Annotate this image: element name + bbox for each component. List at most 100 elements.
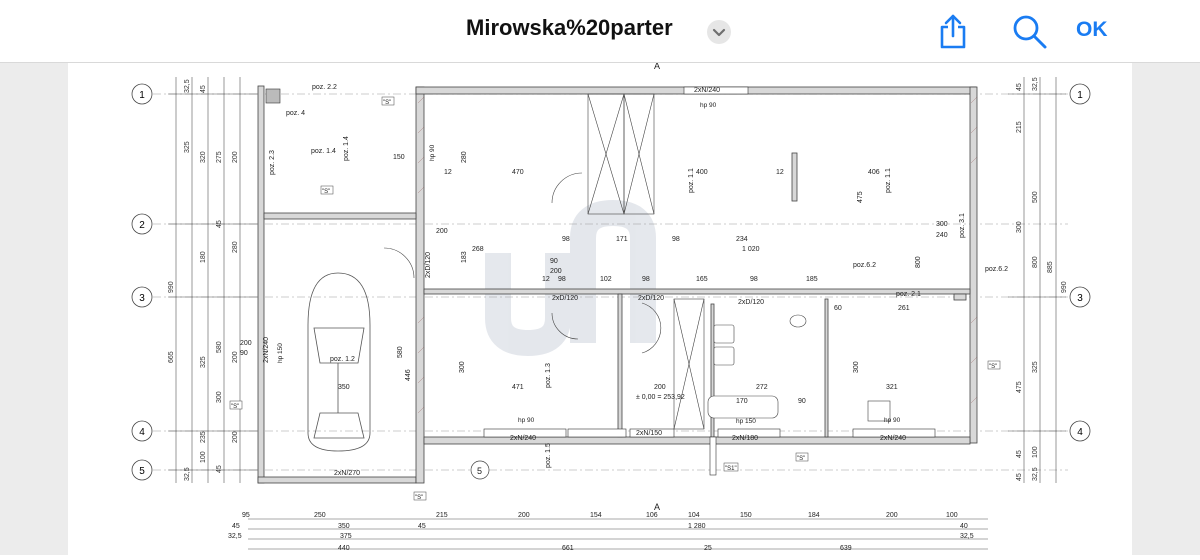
svg-text:98: 98 (642, 276, 650, 283)
svg-text:154: 154 (590, 512, 602, 519)
axis-label-3: 3 (139, 293, 145, 304)
svg-text:95: 95 (242, 512, 250, 519)
svg-text:90: 90 (798, 398, 806, 405)
windows (483, 86, 936, 476)
svg-text:45: 45 (1016, 450, 1023, 458)
room-label-poz12: poz. 1.2 (330, 356, 355, 363)
room-label-poz23: poz. 2.3 (269, 150, 276, 175)
svg-text:475: 475 (857, 191, 864, 203)
svg-text:275: 275 (216, 151, 223, 163)
svg-text:320: 320 (200, 151, 207, 163)
svg-text:500: 500 (1032, 191, 1039, 203)
search-icon (1013, 15, 1047, 49)
svg-text:475: 475 (1016, 381, 1023, 393)
svg-text:800: 800 (1032, 256, 1039, 268)
title-menu-button[interactable] (707, 20, 731, 44)
svg-text:170: 170 (736, 398, 748, 405)
svg-text:100: 100 (200, 451, 207, 463)
axis-label-2: 2 (139, 220, 145, 231)
svg-text:268: 268 (472, 246, 484, 253)
svg-text:406: 406 (868, 169, 880, 176)
svg-text:2xN/270: 2xN/270 (334, 470, 360, 477)
svg-text:240: 240 (936, 232, 948, 239)
bottom-dimension-lines (248, 518, 988, 550)
axis-label-right-4: 4 (1077, 427, 1083, 438)
svg-text:106: 106 (646, 512, 658, 519)
svg-text:661: 661 (562, 545, 574, 552)
room-label-poz14: poz. 1.4 (311, 148, 336, 155)
room-label-poz21: poz. 2.1 (896, 291, 921, 298)
svg-text:5: 5 (477, 466, 482, 476)
svg-text:280: 280 (461, 151, 468, 163)
closets (587, 93, 705, 430)
floor-plan-page: 1 2 3 4 5 1 3 4 (68, 61, 1132, 555)
floor-plan-drawing: 1 2 3 4 5 1 3 4 (131, 61, 1091, 552)
svg-text:800: 800 (915, 256, 922, 268)
bottom-dimensions-row2: 45 350 45 1 280 40 (232, 523, 968, 530)
room-label-poz11a: poz. 1.1 (688, 168, 695, 193)
room-labels: poz. 2.2 poz. 4 poz. 1.4 poz. 1.4 poz. 2… (269, 84, 1008, 468)
svg-text:200: 200 (518, 512, 530, 519)
svg-text:hp 150: hp 150 (277, 343, 284, 363)
axis-markers-left: 1 2 3 4 5 (131, 83, 153, 481)
svg-text:200: 200 (232, 351, 239, 363)
svg-text:104: 104 (688, 512, 700, 519)
svg-text:171: 171 (616, 236, 628, 243)
bath-fixtures (707, 314, 891, 422)
axis-label-right-3: 3 (1077, 293, 1083, 304)
svg-text:471: 471 (512, 384, 524, 391)
svg-text:"S": "S" (231, 404, 239, 410)
document-viewer[interactable]: 1 2 3 4 5 1 3 4 (0, 61, 1200, 555)
right-dimension-text: 990 885 215 500 300 800 325 475 100 45 4… (1016, 77, 1068, 481)
axis-label-5: 5 (139, 466, 145, 477)
svg-text:45: 45 (1016, 473, 1023, 481)
search-button[interactable] (1012, 14, 1048, 50)
svg-text:470: 470 (512, 169, 524, 176)
wall-hatch (417, 96, 978, 414)
left-dimension-lines (168, 77, 258, 483)
svg-text:446: 446 (405, 369, 412, 381)
svg-text:375: 375 (340, 533, 352, 540)
share-icon (940, 14, 966, 49)
svg-text:hp 90: hp 90 (429, 144, 436, 161)
svg-text:2xD/120: 2xD/120 (425, 252, 432, 278)
misc-tags: "S" "S" "S" "S" "S" "S" "S1" 5 (229, 96, 1001, 501)
svg-text:2xN/240: 2xN/240 (263, 337, 270, 363)
svg-text:45: 45 (418, 523, 426, 530)
document-title[interactable]: Mirowska%20parter (466, 15, 673, 40)
svg-text:102: 102 (600, 276, 612, 283)
ok-button[interactable]: OK (1076, 18, 1108, 41)
svg-text:12: 12 (444, 169, 452, 176)
svg-text:A: A (654, 63, 660, 71)
svg-text:2xD/120: 2xD/120 (552, 295, 578, 302)
svg-text:235: 235 (200, 431, 207, 443)
svg-text:98: 98 (558, 276, 566, 283)
svg-text:32,5: 32,5 (228, 533, 242, 540)
svg-text:639: 639 (840, 545, 852, 552)
svg-text:hp 150: hp 150 (736, 418, 756, 425)
svg-text:60: 60 (834, 305, 842, 312)
svg-text:300: 300 (936, 221, 948, 228)
svg-text:2xN/240: 2xN/240 (880, 435, 906, 442)
svg-text:200: 200 (550, 268, 562, 275)
share-button[interactable] (936, 12, 970, 50)
svg-text:300: 300 (216, 391, 223, 403)
right-dimension-lines (1008, 77, 1066, 483)
svg-text:32,5: 32,5 (1032, 77, 1039, 91)
svg-text:325: 325 (200, 356, 207, 368)
door-swings (383, 172, 662, 354)
svg-text:"S1": "S1" (725, 466, 737, 472)
svg-text:183: 183 (461, 251, 468, 263)
svg-text:300: 300 (459, 361, 466, 373)
svg-text:400: 400 (696, 169, 708, 176)
svg-text:100: 100 (946, 512, 958, 519)
svg-text:A: A (654, 502, 660, 512)
svg-text:440: 440 (338, 545, 350, 552)
axis-label-1: 1 (139, 90, 145, 101)
svg-text:90: 90 (240, 350, 248, 357)
svg-text:1 280: 1 280 (688, 523, 706, 530)
svg-text:350: 350 (338, 384, 350, 391)
left-dimension-text: 990 665 325 320 280 180 325 580 235 100 … (168, 79, 239, 481)
svg-text:215: 215 (436, 512, 448, 519)
svg-text:2xN/150: 2xN/150 (636, 430, 662, 437)
